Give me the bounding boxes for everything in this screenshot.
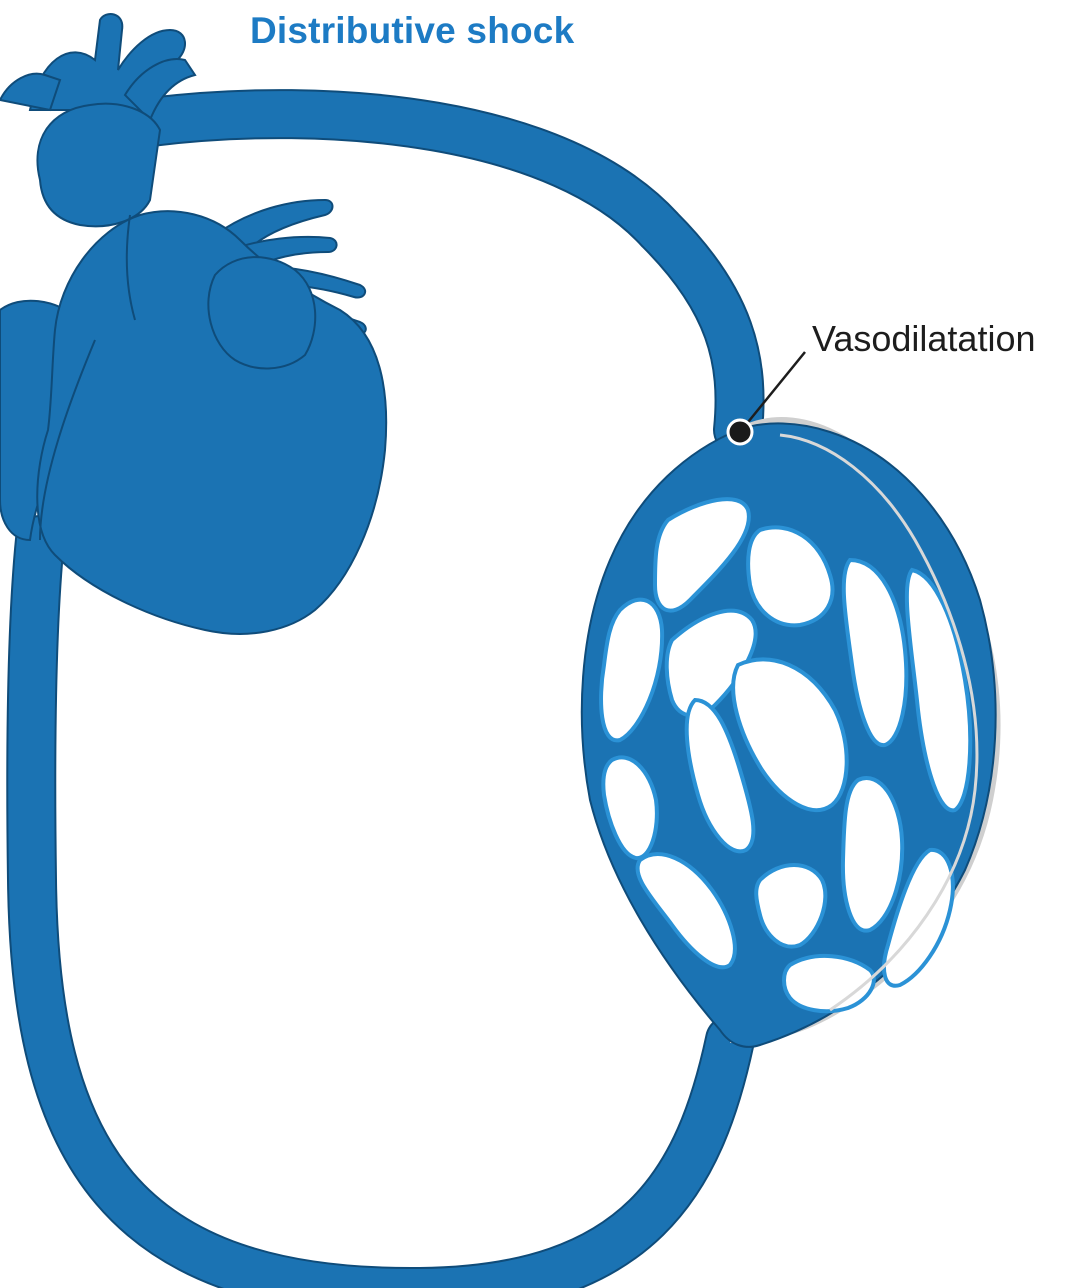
callout-label-vasodilatation: Vasodilatation (812, 318, 1036, 360)
capillary-bed-illustration (582, 420, 998, 1047)
callout-dot (728, 420, 752, 444)
diagram-title: Distributive shock (250, 10, 574, 52)
